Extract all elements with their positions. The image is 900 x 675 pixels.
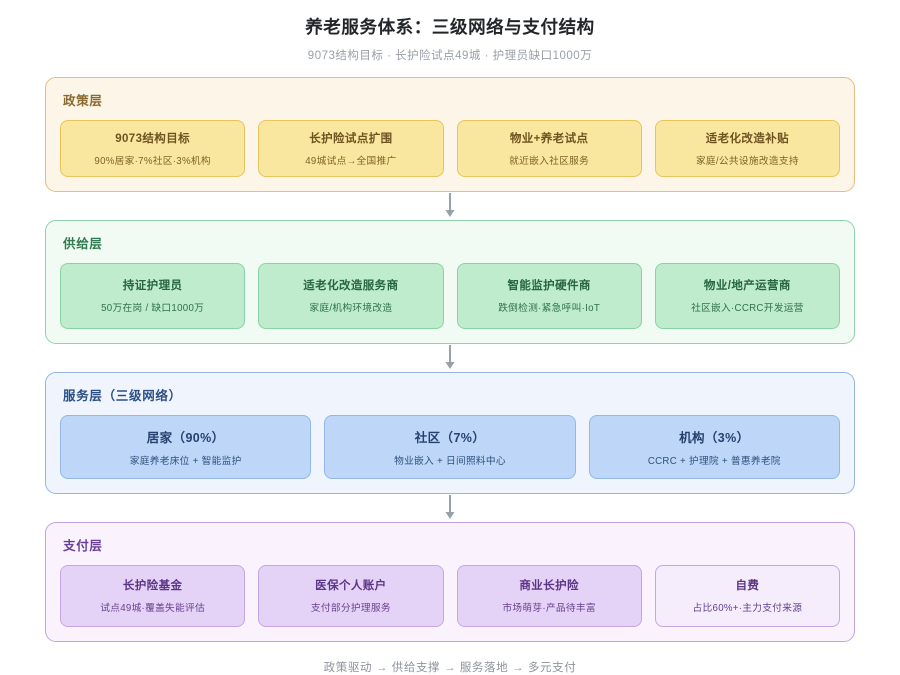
layer-payment-title: 支付层 xyxy=(63,538,103,553)
card-subtitle: 50万在岗 / 缺口1000万 xyxy=(101,303,205,314)
card-title: 适老化改造服务商 xyxy=(303,280,399,292)
card-subtitle: 占比60%+·主力支付来源 xyxy=(692,603,803,614)
card-subtitle: 49城试点→全国推广 xyxy=(305,155,397,167)
footer: 政策驱动 → 供给支撑 → 服务落地 → 多元支付 9073： 90%居家养老 … xyxy=(0,659,900,675)
arrow-service-to-payment-icon xyxy=(45,494,855,522)
layer-service-cards: 居家（90%） 家庭养老床位 + 智能监护 社区（7%） 物业嵌入 + 日间照料… xyxy=(60,414,840,479)
card-title: 长护险试点扩围 xyxy=(309,132,393,145)
layer-policy-cards: 9073结构目标 90%居家·7%社区·3%机构 长护险试点扩围 49城试点→全… xyxy=(60,119,840,177)
card-policy-3[interactable]: 物业+养老试点 就近嵌入社区服务 xyxy=(456,119,642,177)
card-subtitle: 家庭养老床位 + 智能监护 xyxy=(129,455,242,467)
card-payment-4[interactable]: 自费 占比60%+·主力支付来源 xyxy=(654,564,840,627)
layer-policy[interactable]: 政策层 9073结构目标 90%居家·7%社区·3%机构 长护险试点扩围 49城… xyxy=(45,76,855,192)
card-subtitle: 支付部分护理服务 xyxy=(310,603,391,614)
card-subtitle: 就近嵌入社区服务 xyxy=(509,155,590,167)
card-subtitle: 市场萌芽·产品待丰富 xyxy=(502,603,596,614)
card-subtitle: 家庭/机构环境改造 xyxy=(309,303,393,314)
card-title: 居家（90%） xyxy=(146,430,225,445)
card-service-institution[interactable]: 机构（3%） CCRC + 护理院 + 普惠养老院 xyxy=(588,414,840,479)
card-subtitle: 家庭/公共设施改造支持 xyxy=(695,155,799,167)
card-service-home[interactable]: 居家（90%） 家庭养老床位 + 智能监护 xyxy=(60,414,312,479)
card-title: 自费 xyxy=(735,580,760,592)
card-title: 医保个人账户 xyxy=(315,580,387,592)
card-title: 物业/地产运营商 xyxy=(703,280,791,292)
card-title: 社区（7%） xyxy=(414,430,486,445)
layer-service-title: 服务层（三级网络） xyxy=(63,388,182,403)
card-title: 9073结构目标 xyxy=(115,132,191,145)
card-subtitle: 90%居家·7%社区·3%机构 xyxy=(94,155,211,167)
layer-stack: 政策层 9073结构目标 90%居家·7%社区·3%机构 长护险试点扩围 49城… xyxy=(0,76,900,642)
card-service-community[interactable]: 社区（7%） 物业嵌入 + 日间照料中心 xyxy=(324,414,576,479)
layer-payment[interactable]: 支付层 长护险基金 试点49城·覆盖失能评估 医保个人账户 支付部分护理服务 商… xyxy=(45,521,855,642)
card-policy-1[interactable]: 9073结构目标 90%居家·7%社区·3%机构 xyxy=(60,119,246,177)
card-title: 物业+养老试点 xyxy=(509,132,589,145)
page-subtitle: 9073结构目标 · 长护险试点49城 · 护理员缺口1000万 xyxy=(307,49,593,62)
card-policy-4[interactable]: 适老化改造补贴 家庭/公共设施改造支持 xyxy=(654,119,840,177)
card-title: 机构（3%） xyxy=(679,430,750,445)
card-payment-2[interactable]: 医保个人账户 支付部分护理服务 xyxy=(258,564,444,627)
layer-supply-cards: 持证护理员 50万在岗 / 缺口1000万 适老化改造服务商 家庭/机构环境改造… xyxy=(60,262,840,329)
card-supply-2[interactable]: 适老化改造服务商 家庭/机构环境改造 xyxy=(258,262,444,329)
page-title: 养老服务体系：三级网络与支付结构 xyxy=(305,17,595,37)
card-title: 长护险基金 xyxy=(122,580,183,592)
layer-policy-title: 政策层 xyxy=(63,93,103,108)
card-subtitle: 社区嵌入·CCRC开发运营 xyxy=(691,303,804,314)
card-policy-2[interactable]: 长护险试点扩围 49城试点→全国推广 xyxy=(258,119,444,177)
layer-supply-title: 供给层 xyxy=(63,236,103,251)
arrow-supply-to-service-icon xyxy=(45,344,855,372)
card-payment-3[interactable]: 商业长护险 市场萌芽·产品待丰富 xyxy=(456,564,642,627)
card-title: 商业长护险 xyxy=(519,580,579,592)
arrow-policy-to-supply-icon xyxy=(45,192,855,220)
card-supply-3[interactable]: 智能监护硬件商 跌倒检测·紧急呼叫·IoT xyxy=(456,262,642,329)
card-supply-1[interactable]: 持证护理员 50万在岗 / 缺口1000万 xyxy=(60,262,246,329)
card-payment-1[interactable]: 长护险基金 试点49城·覆盖失能评估 xyxy=(60,564,246,627)
layer-supply[interactable]: 供给层 持证护理员 50万在岗 / 缺口1000万 适老化改造服务商 家庭/机构… xyxy=(45,219,855,344)
header: 养老服务体系：三级网络与支付结构 9073结构目标 · 长护险试点49城 · 护… xyxy=(0,0,900,63)
card-subtitle: 跌倒检测·紧急呼叫·IoT xyxy=(498,303,601,314)
card-subtitle: 物业嵌入 + 日间照料中心 xyxy=(394,455,506,467)
layer-service[interactable]: 服务层（三级网络） 居家（90%） 家庭养老床位 + 智能监护 社区（7%） 物… xyxy=(45,371,855,494)
card-supply-4[interactable]: 物业/地产运营商 社区嵌入·CCRC开发运营 xyxy=(654,262,840,329)
card-title: 适老化改造补贴 xyxy=(705,132,790,145)
card-title: 持证护理员 xyxy=(122,280,183,292)
footer-flow-summary: 政策驱动 → 供给支撑 → 服务落地 → 多元支付 xyxy=(323,661,577,674)
card-title: 智能监护硬件商 xyxy=(507,280,591,292)
card-subtitle: CCRC + 护理院 + 普惠养老院 xyxy=(647,455,781,467)
layer-payment-cards: 长护险基金 试点49城·覆盖失能评估 医保个人账户 支付部分护理服务 商业长护险… xyxy=(60,564,840,627)
card-subtitle: 试点49城·覆盖失能评估 xyxy=(100,603,206,614)
